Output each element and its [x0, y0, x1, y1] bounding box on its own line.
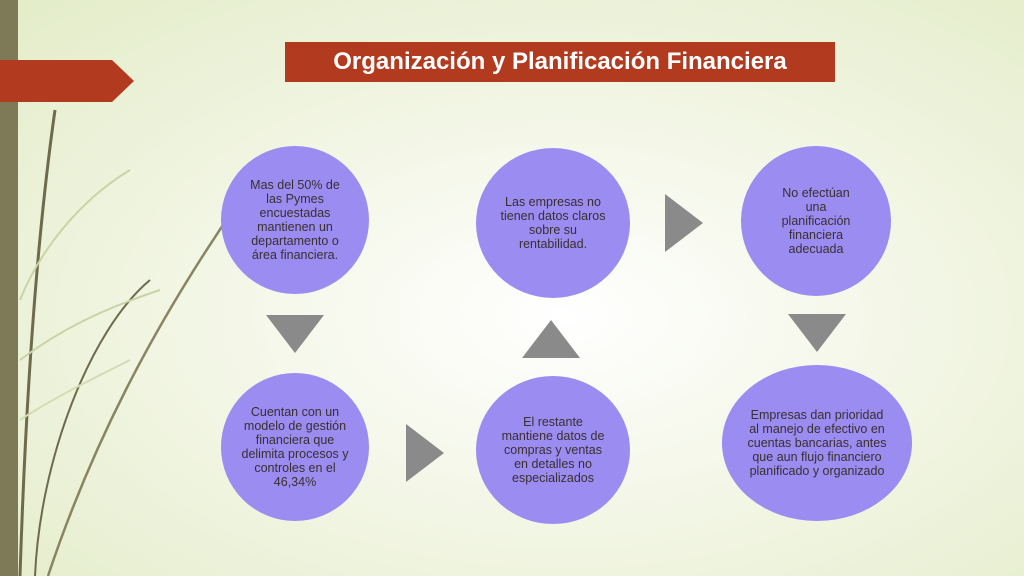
node-datos-compras-ventas: El restante mantiene datos de compras y …	[476, 376, 630, 524]
node-text: Mas del 50% de las Pymes encuestadas man…	[250, 178, 340, 262]
node-text: Las empresas no tienen datos claros sobr…	[500, 195, 606, 251]
node-text: El restante mantiene datos de compras y …	[501, 415, 605, 485]
node-planificacion: No efectúan una planificación financiera…	[741, 146, 891, 296]
arrow-down-icon	[788, 314, 846, 352]
decorative-swooshes	[18, 109, 242, 576]
node-departamento-financiero: Mas del 50% de las Pymes encuestadas man…	[221, 146, 369, 294]
node-text: Empresas dan prioridad al manejo de efec…	[747, 408, 887, 478]
node-text: Cuentan con un modelo de gestión financi…	[241, 405, 349, 489]
node-rentabilidad: Las empresas no tienen datos claros sobr…	[476, 148, 630, 298]
left-sidebar-bar	[0, 0, 18, 576]
arrow-right-icon	[665, 194, 703, 252]
title-accent-arrow	[0, 60, 134, 102]
arrow-up-icon	[522, 320, 580, 358]
node-manejo-efectivo: Empresas dan prioridad al manejo de efec…	[722, 365, 912, 521]
node-modelo-gestion: Cuentan con un modelo de gestión financi…	[221, 373, 369, 521]
arrow-right-icon	[406, 424, 444, 482]
node-text: No efectúan una planificación financiera…	[781, 186, 851, 256]
page-title: Organización y Planificación Financiera	[285, 42, 835, 82]
